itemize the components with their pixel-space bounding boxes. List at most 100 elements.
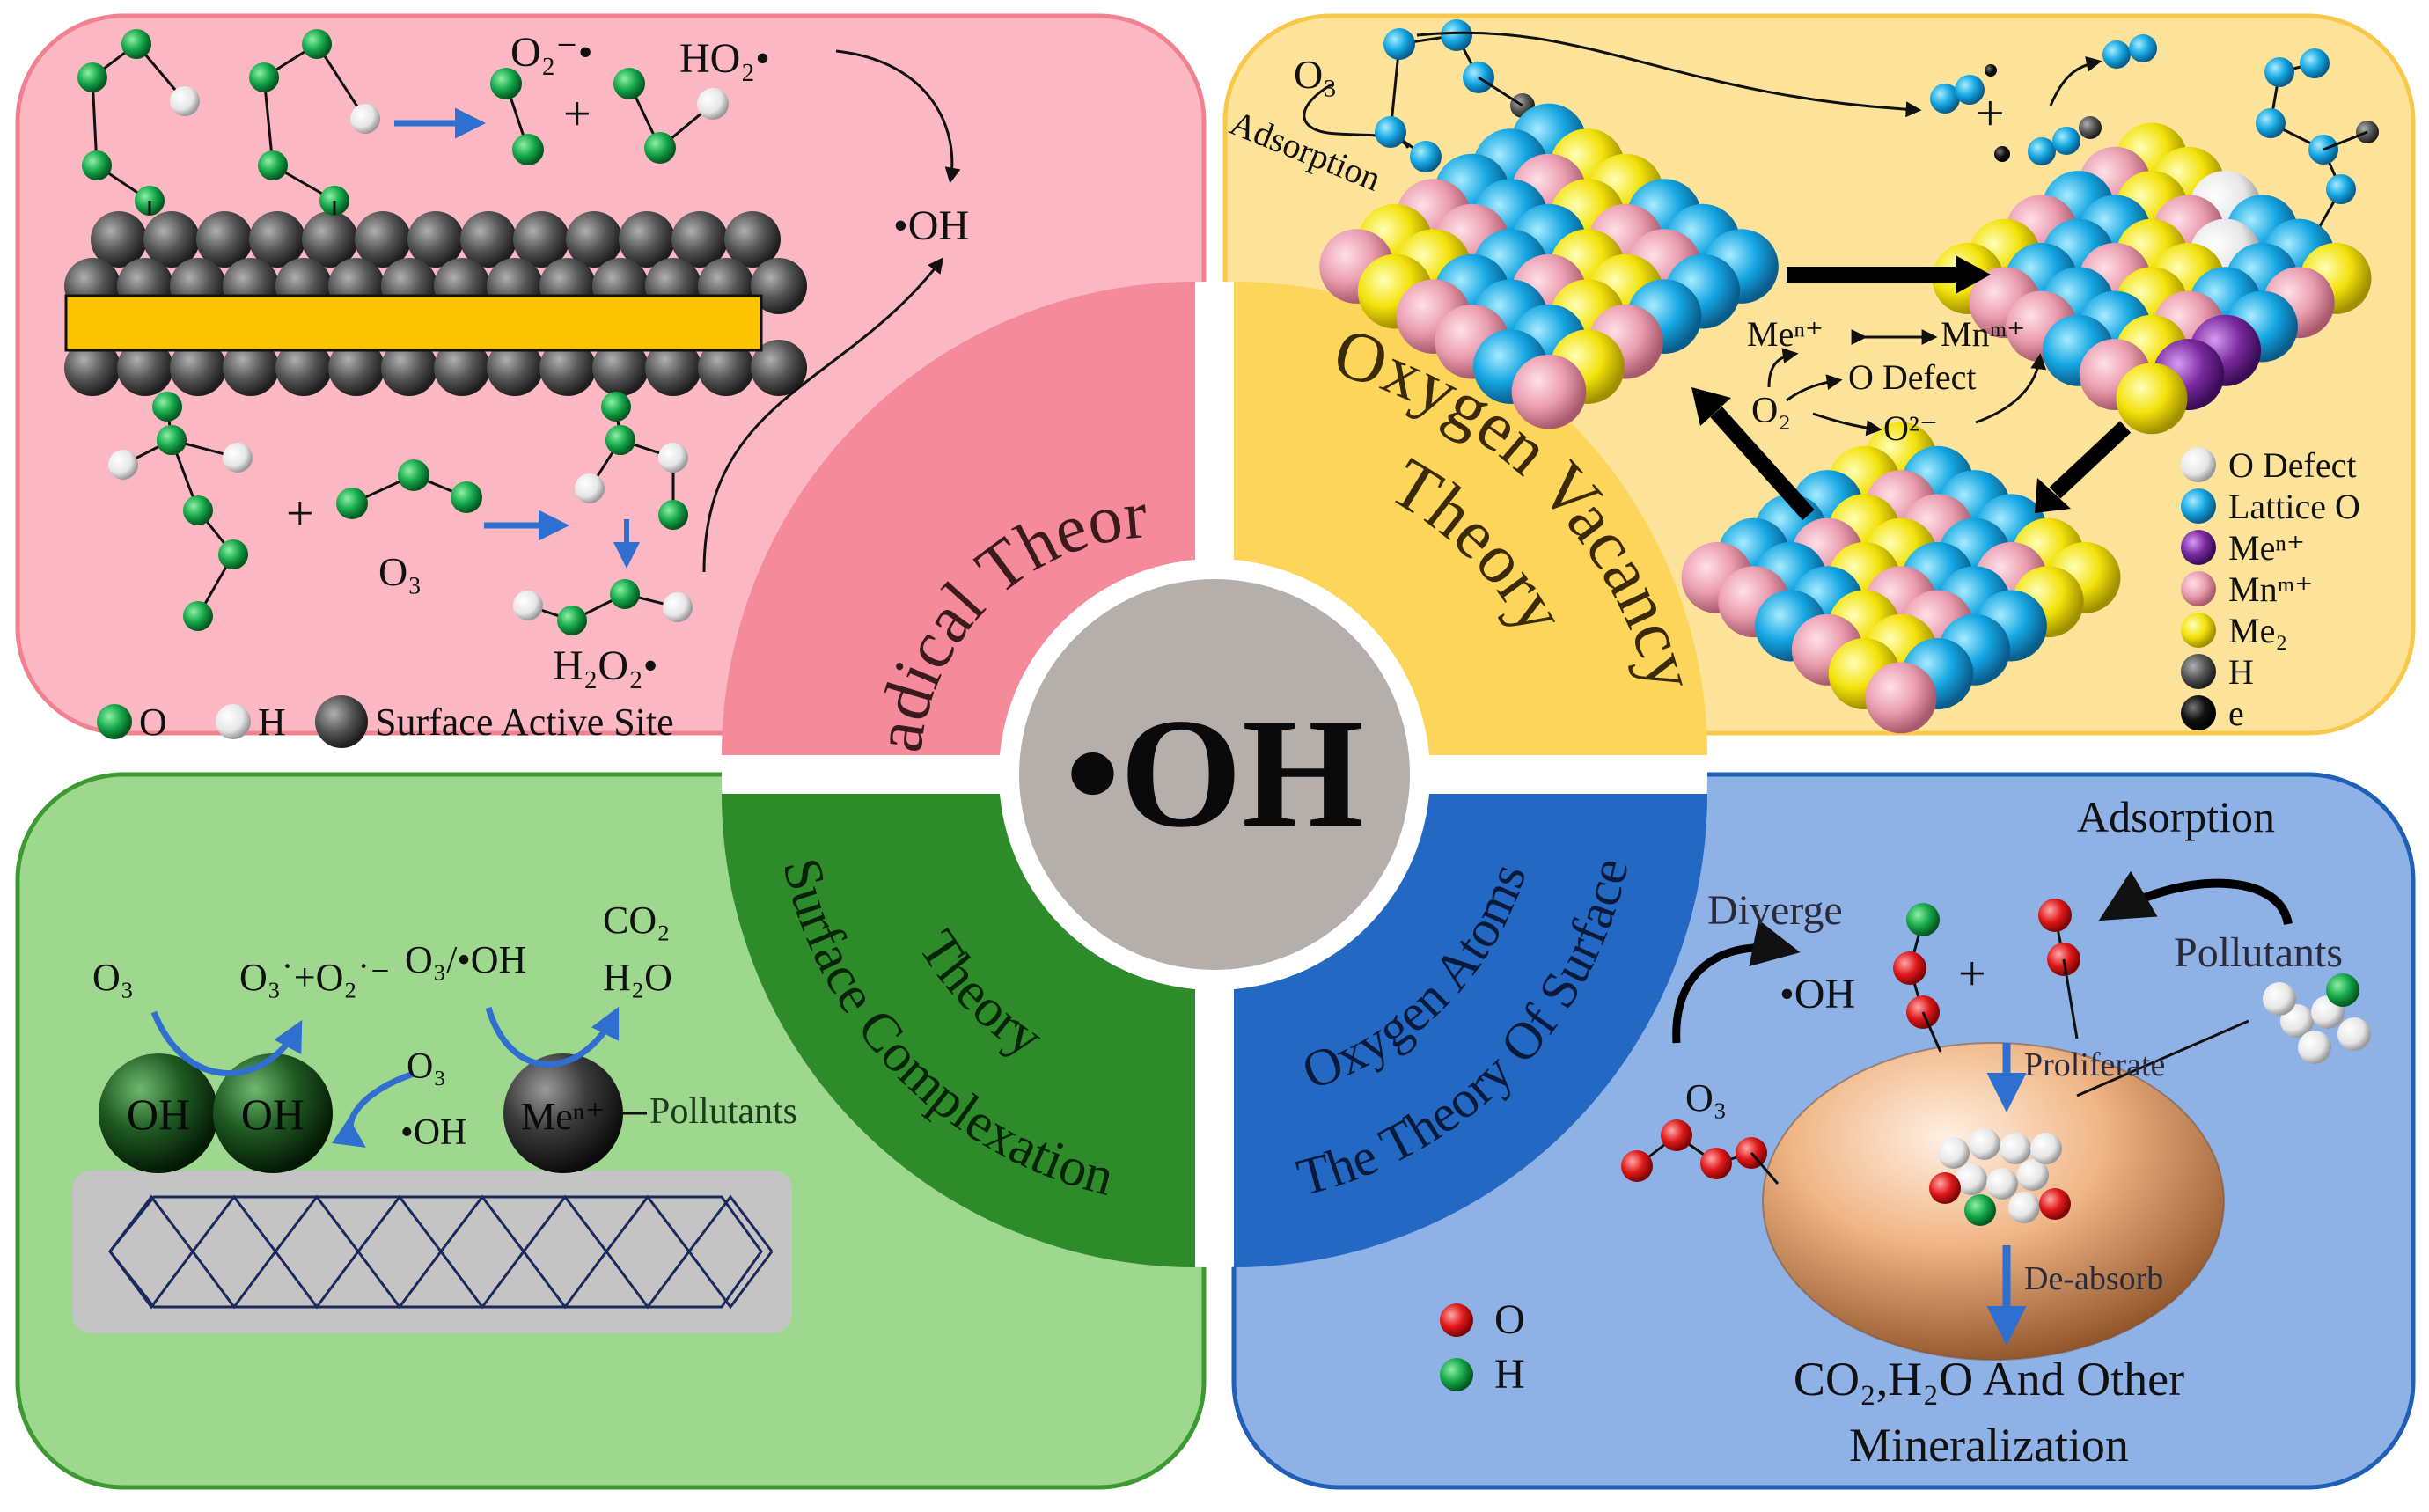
legend-label-1: Lattice O bbox=[2228, 487, 2360, 526]
lattice-outline bbox=[108, 1195, 763, 1309]
adsorbed-atom bbox=[2000, 1133, 2031, 1164]
surface-active-site bbox=[539, 340, 596, 396]
lattice-cluster-right bbox=[1932, 122, 2372, 435]
legend-label-0: O bbox=[1494, 1296, 1525, 1343]
atom bbox=[1994, 146, 2010, 162]
o2-arrow-3 bbox=[1812, 412, 1882, 437]
diverge-label: Diverge bbox=[1707, 887, 1843, 934]
atom bbox=[121, 29, 151, 59]
bond bbox=[1478, 76, 1523, 107]
atom bbox=[82, 150, 112, 180]
legend-swatch-1 bbox=[2181, 488, 2216, 524]
big-arrow-down-shaft bbox=[2049, 421, 2132, 499]
legend-label-5: H bbox=[2228, 652, 2254, 692]
atom bbox=[663, 592, 693, 622]
adsorbed-atom bbox=[2039, 1188, 2071, 1220]
diverge-arrow bbox=[1672, 920, 1801, 1044]
surface-active-site bbox=[671, 211, 728, 268]
metal-sphere-label: Meⁿ⁺ bbox=[521, 1095, 605, 1138]
legend-label-0: O Defect bbox=[2228, 445, 2356, 485]
bond bbox=[1921, 1011, 1942, 1053]
complexation-oh-mid: •OH bbox=[400, 1112, 466, 1153]
deabsorb-label: De-absorb bbox=[2024, 1260, 2163, 1297]
surface-hydroxyl-label: •OH bbox=[1780, 971, 1855, 1017]
atom bbox=[108, 450, 138, 480]
atom bbox=[2326, 174, 2356, 204]
atom bbox=[1985, 64, 1997, 77]
atom bbox=[575, 473, 605, 503]
atom bbox=[658, 500, 688, 530]
mineralization-line2: Mineralization bbox=[1849, 1419, 2129, 1472]
metal-sphere bbox=[503, 1053, 623, 1173]
atom bbox=[697, 88, 729, 120]
atom bbox=[1621, 1150, 1653, 1182]
adsorbed-atom bbox=[1964, 1194, 1996, 1226]
catalyst-particle-outline bbox=[1762, 1042, 2225, 1361]
substrate-lattice bbox=[108, 1194, 774, 1310]
surface-active-site bbox=[196, 211, 253, 268]
atom bbox=[601, 392, 631, 422]
atom bbox=[2256, 108, 2286, 138]
surface-adsorption-label: Adsorption bbox=[2077, 792, 2275, 841]
mineralization-line1: CO₂,H₂O And Other bbox=[1794, 1353, 2184, 1406]
catalyst-plate bbox=[64, 294, 763, 352]
surface-active-site bbox=[407, 211, 464, 268]
atom bbox=[1410, 141, 1442, 172]
surface-active-site bbox=[170, 340, 226, 396]
surface-active-site bbox=[592, 340, 649, 396]
complexation-ozone-label: O₃ bbox=[92, 956, 134, 999]
atom bbox=[223, 443, 253, 473]
big-arrow-right-head bbox=[1956, 255, 1991, 294]
atom bbox=[2129, 34, 2157, 62]
atom bbox=[77, 62, 107, 92]
lattice-atom bbox=[1511, 354, 1587, 429]
vacancy-scene: O₃ Adsorption Meⁿ⁺ Mnᵐ⁺ O Defect O₂ O²⁻ … bbox=[1225, 19, 2379, 734]
atom bbox=[2102, 40, 2131, 69]
surface-active-site bbox=[434, 340, 490, 396]
complexation-arrow-3 bbox=[485, 1006, 620, 1068]
ozone-label: O₃ bbox=[378, 549, 422, 594]
surface-active-site bbox=[117, 340, 173, 396]
big-arrow-up-shaft bbox=[1710, 406, 1815, 521]
atom bbox=[302, 29, 332, 59]
legend-swatch-0 bbox=[2181, 447, 2216, 482]
atom bbox=[490, 68, 522, 99]
vacancy-small-arrow bbox=[2049, 56, 2102, 106]
oh-sphere-2 bbox=[213, 1053, 333, 1173]
atom bbox=[605, 425, 635, 455]
adsorbed-atom bbox=[2030, 1133, 2062, 1164]
lattice-atom bbox=[1865, 662, 1937, 734]
complexation-radicals-label: O₃˙+O₂˙⁻ bbox=[239, 956, 391, 999]
lattice-line-bottom bbox=[108, 1249, 774, 1310]
legend-label-1: H bbox=[258, 701, 286, 744]
o2-arrow-1 bbox=[1767, 348, 1799, 388]
radical-plus-2: + bbox=[286, 487, 314, 541]
o2-arrow-4 bbox=[1975, 353, 2047, 424]
center-label: •OH bbox=[1065, 686, 1363, 860]
surface-active-site bbox=[249, 211, 305, 268]
atom bbox=[613, 68, 645, 99]
vacancy-plus: + bbox=[1976, 84, 2005, 142]
surface-active-site bbox=[223, 340, 279, 396]
surface-active-site bbox=[64, 340, 121, 396]
legend-label-3: Mnᵐ⁺ bbox=[2228, 569, 2313, 609]
legend-swatch-5 bbox=[2181, 654, 2216, 689]
atom bbox=[2038, 899, 2072, 932]
surface-active-site bbox=[275, 340, 332, 396]
atom bbox=[218, 539, 248, 569]
oh-sphere-label-1: OH bbox=[127, 1090, 190, 1139]
surface-oxygen-legend: OH bbox=[1440, 1296, 1525, 1398]
atom bbox=[2300, 48, 2330, 78]
atom bbox=[2264, 57, 2294, 87]
legend-swatch-2 bbox=[315, 695, 368, 748]
legend-swatch-1 bbox=[1440, 1358, 1473, 1391]
pollutant-atom bbox=[2326, 973, 2359, 1007]
surface-active-site bbox=[355, 211, 411, 268]
pollutant-atom bbox=[2263, 982, 2296, 1016]
radical-curve-arrow-2 bbox=[702, 257, 944, 573]
adsorbed-atom bbox=[1956, 1163, 1987, 1195]
adsorbed-molecules bbox=[77, 29, 729, 635]
adsorption-arrow bbox=[2098, 870, 2293, 926]
atom bbox=[1661, 1119, 1692, 1151]
center-circle bbox=[1019, 579, 1410, 970]
